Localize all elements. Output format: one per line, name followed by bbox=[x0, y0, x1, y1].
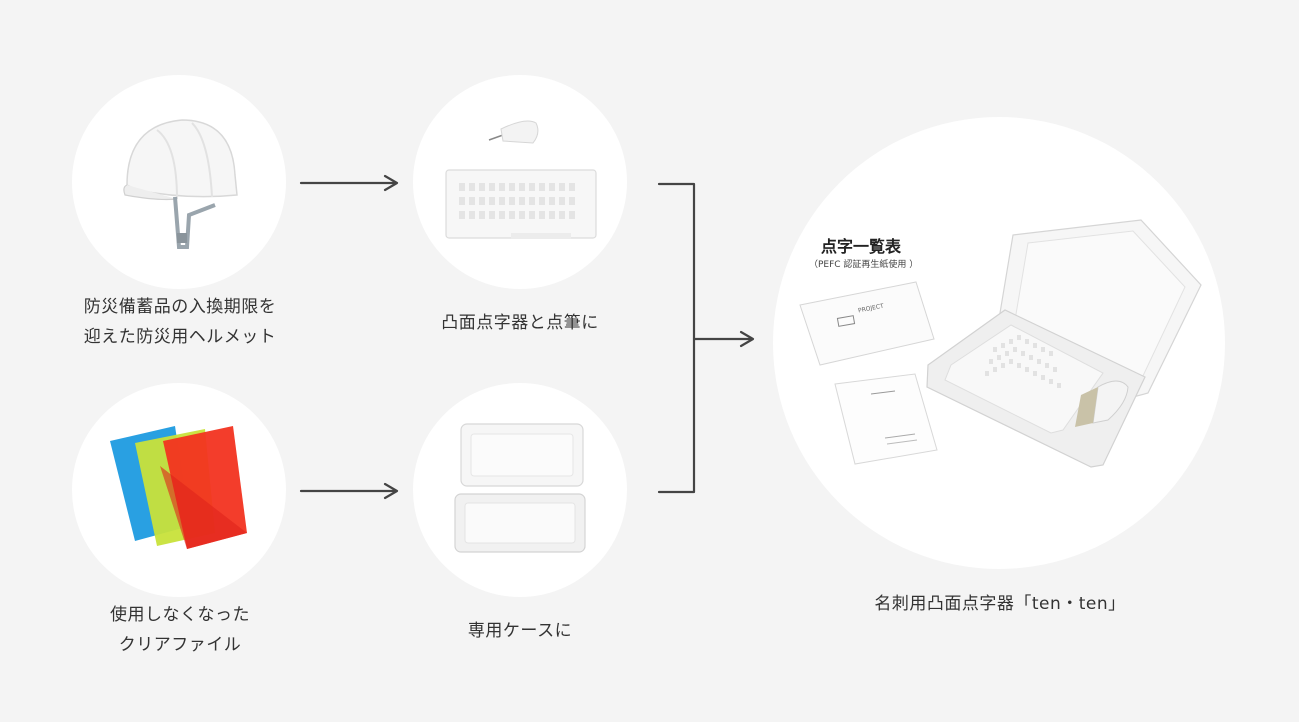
braille-chart-title: 点字一覧表 bbox=[821, 233, 901, 257]
helmet-label: 防災備蓄品の入換期限を 迎えた防災用ヘルメット bbox=[50, 292, 310, 352]
tenten-case-icon bbox=[923, 215, 1208, 475]
bracket-merge bbox=[659, 184, 694, 492]
braille-chart-subtitle: （PEFC 認証再生紙使用 ） bbox=[809, 257, 918, 270]
files-label: 使用しなくなった クリアファイル bbox=[50, 600, 310, 660]
case-icon bbox=[451, 419, 591, 559]
case-circle bbox=[413, 383, 627, 597]
clear-files-icon bbox=[105, 421, 255, 556]
helmet-icon bbox=[117, 105, 247, 255]
arrow-helmet-to-braille bbox=[301, 176, 397, 190]
helmet-circle bbox=[72, 75, 286, 289]
arrow-files-to-case bbox=[301, 484, 397, 498]
braille-label: 凸面点字器と点筆に bbox=[390, 308, 650, 338]
arrow-to-product bbox=[694, 332, 753, 346]
case-label: 専用ケースに bbox=[390, 616, 650, 646]
files-circle bbox=[72, 383, 286, 597]
braille-slate-icon bbox=[441, 115, 601, 245]
braille-device-circle bbox=[413, 75, 627, 289]
product-circle: 点字一覧表 （PEFC 認証再生紙使用 ） PROJECT bbox=[773, 117, 1225, 569]
envelope-icon bbox=[798, 277, 938, 367]
product-label: 名刺用凸面点字器「ten・ten」 bbox=[820, 589, 1180, 619]
